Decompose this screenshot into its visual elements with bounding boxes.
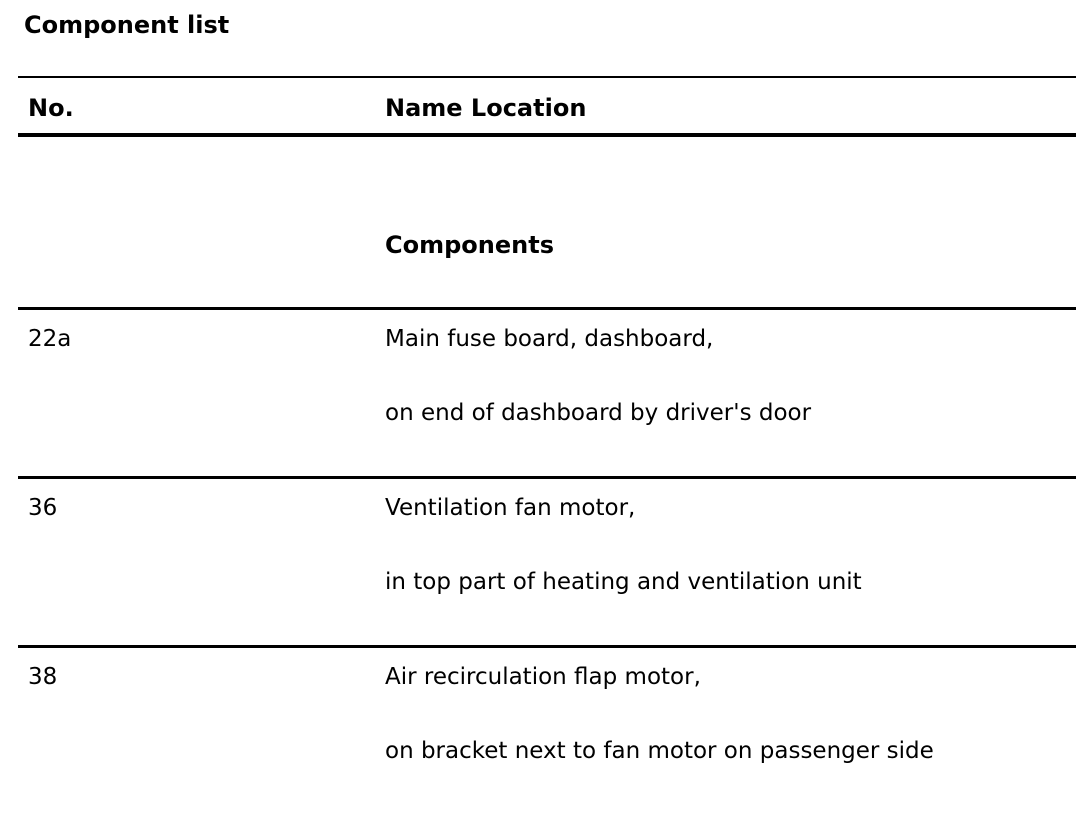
table-header-row: No. Name Location <box>18 78 1076 137</box>
component-details: Air recirculation flap motor, on bracket… <box>385 663 1076 765</box>
column-header-name-location: Name Location <box>385 94 587 122</box>
table-row: 22a Main fuse board, dashboard, on end o… <box>18 307 1076 476</box>
section-header-label: Components <box>385 231 554 259</box>
component-location: on bracket next to fan motor on passenge… <box>385 738 934 764</box>
component-details: Main fuse board, dashboard, on end of da… <box>385 325 1076 427</box>
component-location: on end of dashboard by driver's door <box>385 400 812 426</box>
section-header-row: Components <box>18 137 1076 307</box>
component-table: No. Name Location Components 22a Main fu… <box>18 76 1076 814</box>
table-row: 36 Ventilation fan motor, in top part of… <box>18 476 1076 645</box>
component-details: Ventilation fan motor, in top part of he… <box>385 494 1076 596</box>
component-location: in top part of heating and ventilation u… <box>385 569 862 595</box>
component-number: 38 <box>28 664 58 690</box>
component-name: Ventilation fan motor, <box>385 495 636 521</box>
component-name: Main fuse board, dashboard, <box>385 326 714 352</box>
table-row: 38 Air recirculation flap motor, on brac… <box>18 645 1076 814</box>
column-header-no: No. <box>28 94 74 122</box>
page-title: Component list <box>24 11 230 39</box>
component-name: Air recirculation flap motor, <box>385 664 701 690</box>
component-number: 22a <box>28 326 72 352</box>
component-number: 36 <box>28 495 58 521</box>
